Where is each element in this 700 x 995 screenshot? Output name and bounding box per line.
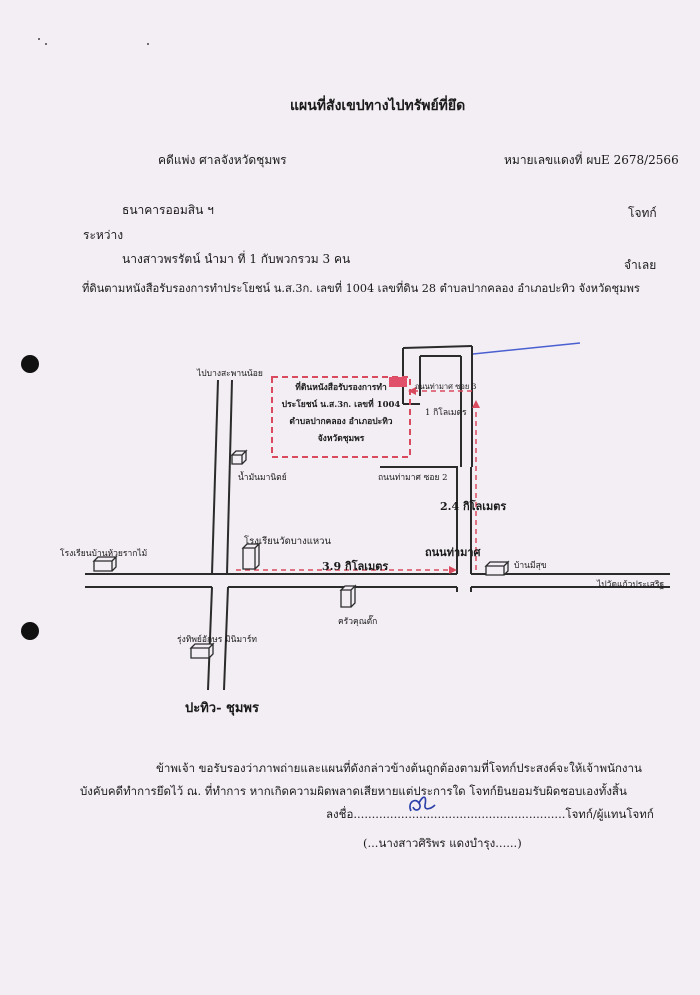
label-school-left: โรงเรียนบ้านห้วยรากไม้ [60,549,148,559]
label-khrua: ครัวคุณตั๊ก [338,617,378,627]
sign-line: ลงชื่อ..................................… [326,807,654,821]
label-soi2: ถนนท่ามาศ ซอย 2 [378,473,448,483]
building-icon-school-left [92,555,118,572]
label-rung-thip: รุ่งทิพย์อักษร มินิมาร์ท [177,635,257,645]
label-pathio-chumphon: ปะทิว- ชุมพร [185,701,259,716]
label-three-nine-km: 3.9 กิโลเมตร [322,560,389,573]
certification-line2: บังคับคดีทำการยึดไว้ ณ. ที่ทำการ หากเกิด… [80,784,627,798]
plaintiff-name: ธนาคารออมสิน ฯ [122,203,214,217]
label-soi3: ถนนท่ามาศ ซอย 3 [415,382,477,391]
building-icon-minimart [189,642,215,659]
building-icon-house [484,560,510,576]
building-icons [92,449,510,659]
page-title: แผนที่สังเขปทางไปทรัพย์ที่ยึด [290,98,466,114]
plaintiff-role: โจทก์ [628,206,657,220]
label-one-km: 1 กิโลเมตร [425,408,467,418]
signer-name: (...นางสาวศิริพร แดงบำรุง......) [363,836,522,850]
binder-hole-top [21,355,39,373]
speck [147,43,149,45]
signature-mark [409,796,436,812]
plot-boundary [271,376,411,458]
roads [85,345,670,691]
label-to-wat-kaeo: ไปวัดแก้วประเสริฐ [597,580,665,590]
speck [45,43,47,45]
plot-marker [389,377,407,387]
label-school-wat: โรงเรียนวัดบางแหวน [244,536,331,547]
case-number: หมายเลขแดงที่ ผบE 2678/2566 [504,153,679,167]
certification-line1: ข้าพเจ้า ขอรับรองว่าภาพถ่ายและแผนที่ดังก… [156,761,642,775]
stream-line [472,342,581,355]
plot-label-line4: จังหวัดชุมพร [317,434,365,444]
case-court: คดีแพ่ง ศาลจังหวัดชุมพร [158,153,287,167]
building-icon-school-wat [241,542,261,570]
between-label: ระหว่าง [83,228,124,242]
defendant-role: จำเลย [624,258,657,272]
defendant-name: นางสาวพรรัตน์ นำมา ที่ 1 กับพวกรวม 3 คน [122,252,351,266]
label-tha-mat-road: ถนนท่ามาศ [425,546,481,559]
binder-hole-bottom [21,622,39,640]
speck [38,38,40,40]
label-nam-mon: น้ำมันมานิตย์ [238,473,287,483]
property-description: ที่ดินตามหนังสือรับรองการทำประโยชน์ น.ส.… [82,282,640,295]
plot-label: ที่ดินหนังสือรับรองการทำ ประโยชน์ น.ส.3ก… [276,380,406,448]
building-icon-restaurant [339,584,357,608]
plot-label-line2: ประโยชน์ น.ส.3ก. เลขที่ 1004 [281,400,401,410]
plot-label-line3: ตำบลปากคลอง อำเภอปะทิว [289,417,393,427]
label-two-four-km: 2.4 กิโลเมตร [440,500,507,513]
building-icon-gas-station [230,449,248,465]
plot-label-line1: ที่ดินหนังสือรับรองการทำ [295,383,387,393]
label-to-bang-saphan-noi: ไปบางสะพานน้อย [197,369,263,379]
label-ban-mi-suk: บ้านมีสุข [514,561,547,571]
